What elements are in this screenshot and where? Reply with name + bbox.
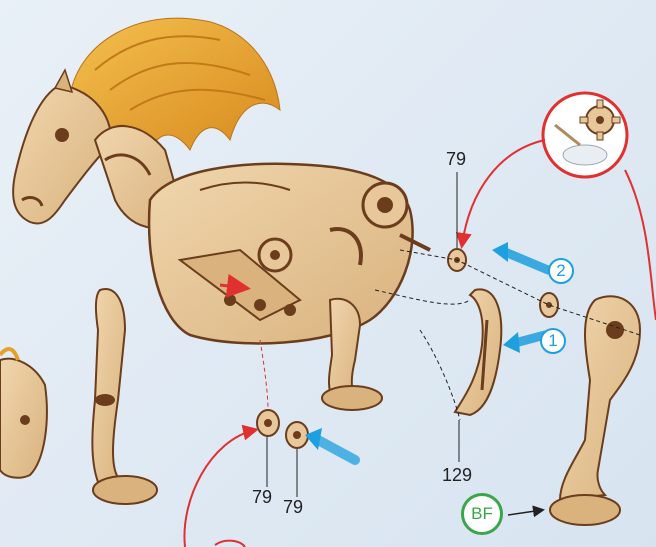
bf-arrow xyxy=(508,510,542,515)
washer-mid xyxy=(540,293,558,317)
part-129 xyxy=(455,289,501,415)
gear-callout xyxy=(543,93,627,177)
horse-body xyxy=(149,164,430,344)
label-part-129: 129 xyxy=(442,466,472,484)
step-badge-one: 1 xyxy=(540,328,566,354)
bf-badge: BF xyxy=(461,493,503,535)
partial-horse-left xyxy=(0,349,47,478)
washer-bottom-left xyxy=(257,410,279,436)
label-washer-top: 79 xyxy=(446,150,466,168)
label-washer-bottom-right: 79 xyxy=(283,498,303,516)
washer-bottom-right xyxy=(286,422,308,448)
step-badge-two: 2 xyxy=(548,258,574,284)
label-washer-bottom-left: 79 xyxy=(252,488,272,506)
horse-front-leg xyxy=(92,289,157,504)
